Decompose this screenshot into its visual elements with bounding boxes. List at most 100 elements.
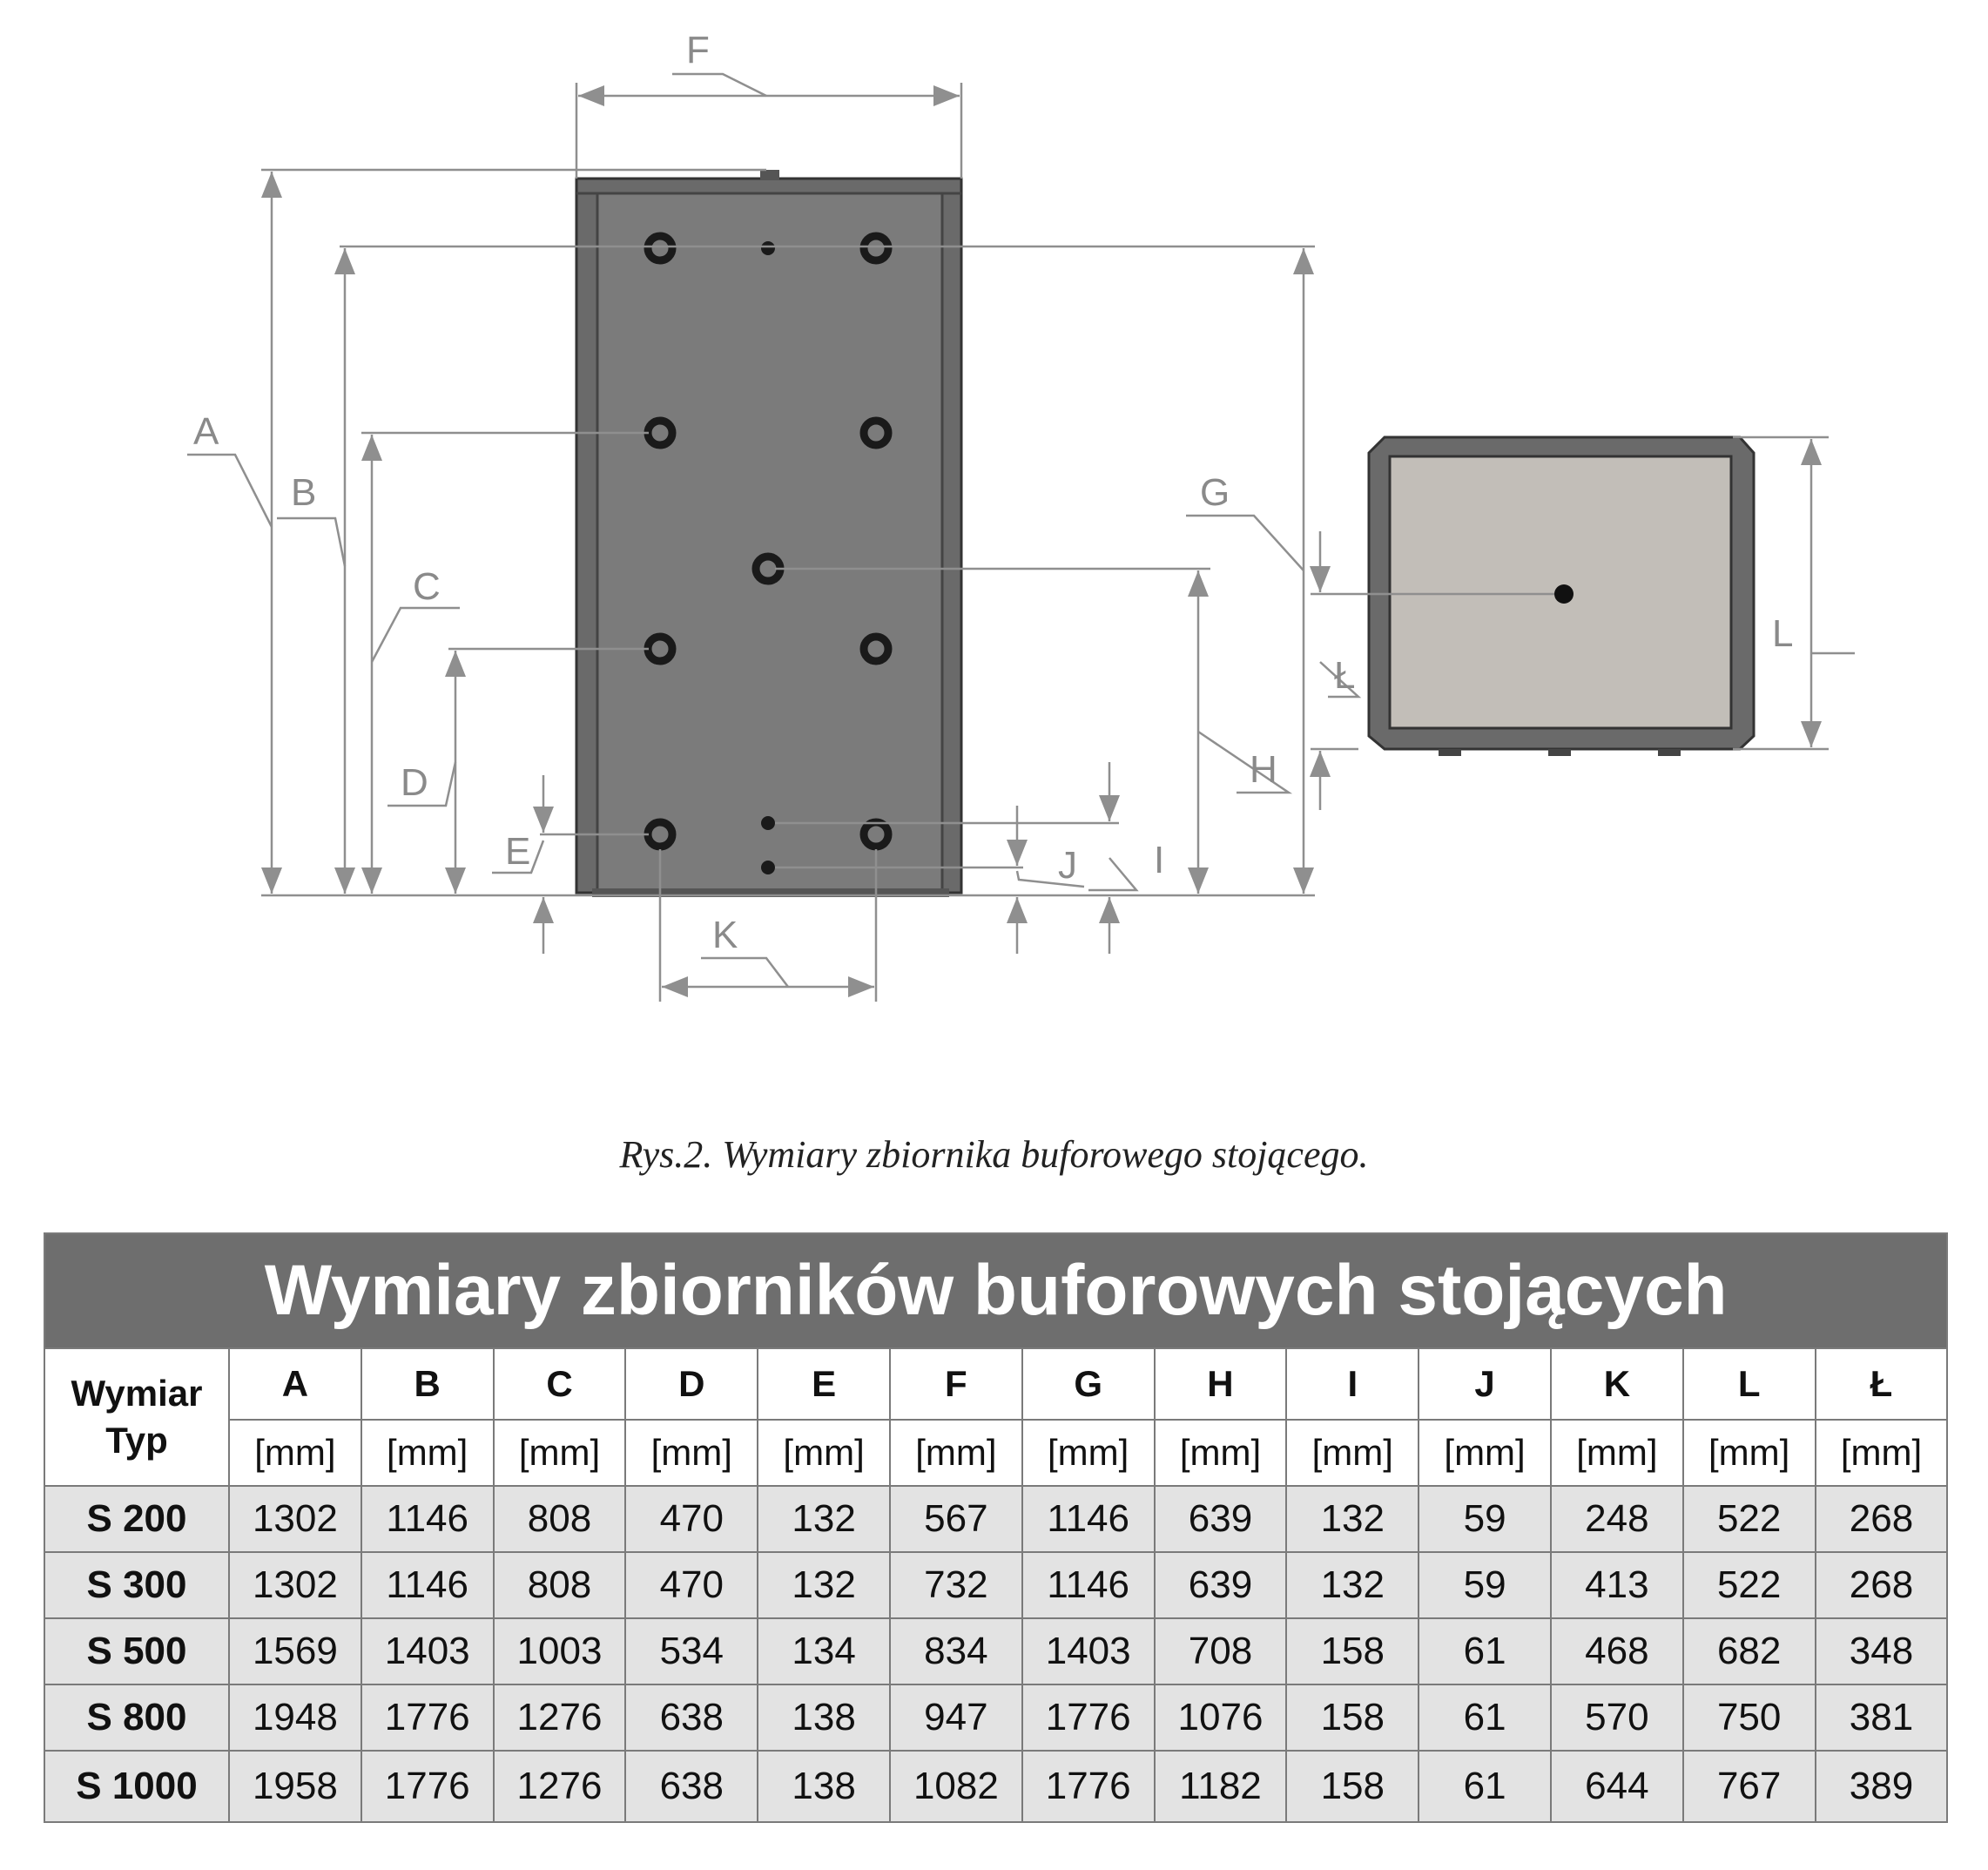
col-header: F — [888, 1347, 1023, 1421]
table-cell: 59 — [1418, 1551, 1552, 1619]
table-cell: 644 — [1549, 1750, 1684, 1823]
table-cell: 132 — [1285, 1485, 1420, 1553]
col-header: A — [228, 1347, 362, 1421]
table-cell: 268 — [1814, 1485, 1949, 1553]
table-cell: 132 — [1285, 1551, 1420, 1619]
figure-caption: Rys.2. Wymiary zbiornika buforowego stoj… — [619, 1133, 1369, 1176]
table-cell: 1776 — [360, 1750, 495, 1823]
label-C: C — [413, 565, 441, 608]
table-cell: 1076 — [1153, 1684, 1288, 1752]
dimension-lines — [187, 72, 1855, 1002]
table-cell: 808 — [492, 1485, 627, 1553]
table-cell: 1302 — [228, 1551, 362, 1619]
table-cell: 1182 — [1153, 1750, 1288, 1823]
table-cell: 134 — [757, 1617, 891, 1685]
col-header: D — [624, 1347, 759, 1421]
table-cell: 132 — [757, 1485, 891, 1553]
table-cell: 138 — [757, 1750, 891, 1823]
table-cell: 1146 — [1021, 1485, 1156, 1553]
table-title: Wymiary zbiorników buforowych stojących — [43, 1232, 1949, 1349]
table-cell: 61 — [1418, 1617, 1552, 1685]
table-cell: 1569 — [228, 1617, 362, 1685]
table-cell: 570 — [1549, 1684, 1684, 1752]
col-unit: [mm] — [1549, 1419, 1684, 1487]
table-cell: 61 — [1418, 1750, 1552, 1823]
label-E: E — [505, 830, 530, 873]
col-unit: [mm] — [1418, 1419, 1552, 1487]
table-cell: 947 — [888, 1684, 1023, 1752]
table-cell: 268 — [1814, 1551, 1949, 1619]
table-cell: 1146 — [360, 1485, 495, 1553]
table-cell: 639 — [1153, 1551, 1288, 1619]
col-unit: [mm] — [360, 1419, 495, 1487]
table-cell: 1776 — [1021, 1750, 1156, 1823]
table-cell: 1146 — [360, 1551, 495, 1619]
col-header: G — [1021, 1347, 1156, 1421]
table-cell: 808 — [492, 1551, 627, 1619]
col-header: I — [1285, 1347, 1420, 1421]
table-cell: 158 — [1285, 1750, 1420, 1823]
table-cell: 1276 — [492, 1684, 627, 1752]
table-cell: 638 — [624, 1684, 759, 1752]
table-cell: 468 — [1549, 1617, 1684, 1685]
table-cell: 1776 — [360, 1684, 495, 1752]
col-header: J — [1418, 1347, 1552, 1421]
table-cell: 767 — [1681, 1750, 1816, 1823]
col-header: L — [1681, 1347, 1816, 1421]
table-cell: 1776 — [1021, 1684, 1156, 1752]
table-cell: 639 — [1153, 1485, 1288, 1553]
table-cell: 158 — [1285, 1617, 1420, 1685]
col-unit: [mm] — [492, 1419, 627, 1487]
table-cell: 138 — [757, 1684, 891, 1752]
row-type-label: S 800 — [44, 1684, 230, 1752]
col-unit: [mm] — [1285, 1419, 1420, 1487]
table-cell: 567 — [888, 1485, 1023, 1553]
table-cell: 1403 — [1021, 1617, 1156, 1685]
table-cell: 732 — [888, 1551, 1023, 1619]
table-cell: 522 — [1681, 1551, 1816, 1619]
label-I: I — [1154, 839, 1164, 881]
col-header: Ł — [1814, 1347, 1949, 1421]
table-cell: 1003 — [492, 1617, 627, 1685]
table-cell: 1302 — [228, 1485, 362, 1553]
col-unit: [mm] — [228, 1419, 362, 1487]
dimensions-table: Wymiary zbiorników buforowych stojących … — [43, 1232, 1949, 1823]
header-wymiar-typ: Wymiar Typ — [44, 1347, 230, 1487]
label-K: K — [712, 914, 738, 956]
table-cell: 682 — [1681, 1617, 1816, 1685]
label-L: L — [1772, 612, 1793, 655]
col-unit: [mm] — [1814, 1419, 1949, 1487]
header-letter-row: Wymiar Typ A B C D E F G H I J K L Ł — [44, 1347, 1949, 1487]
header-unit-row: [mm] [mm] [mm] [mm] [mm] [mm] [mm] [mm] … — [44, 1419, 1949, 1487]
row-type-label: S 200 — [44, 1485, 230, 1553]
table-cell: 1082 — [888, 1750, 1023, 1823]
header-wymiar: Wymiar — [71, 1373, 203, 1414]
col-unit: [mm] — [757, 1419, 891, 1487]
label-A: A — [193, 410, 219, 453]
table-cell: 522 — [1681, 1485, 1816, 1553]
row-type-label: S 500 — [44, 1617, 230, 1685]
col-unit: [mm] — [1681, 1419, 1816, 1487]
label-J: J — [1058, 844, 1077, 887]
col-header: C — [492, 1347, 627, 1421]
table-cell: 1276 — [492, 1750, 627, 1823]
table-cell: 638 — [624, 1750, 759, 1823]
table-cell: 1948 — [228, 1684, 362, 1752]
table-cell: 158 — [1285, 1684, 1420, 1752]
label-F: F — [686, 29, 710, 71]
table-cell: 413 — [1549, 1551, 1684, 1619]
col-header: H — [1153, 1347, 1288, 1421]
table-cell: 348 — [1814, 1617, 1949, 1685]
table-cell: 708 — [1153, 1617, 1288, 1685]
row-type-label: S 300 — [44, 1551, 230, 1619]
table-cell: 61 — [1418, 1684, 1552, 1752]
table-cell: 132 — [757, 1551, 891, 1619]
table-cell: 59 — [1418, 1485, 1552, 1553]
table-cell: 1403 — [360, 1617, 495, 1685]
tank-top-view — [1367, 435, 1756, 756]
table-cell: 389 — [1814, 1750, 1949, 1823]
